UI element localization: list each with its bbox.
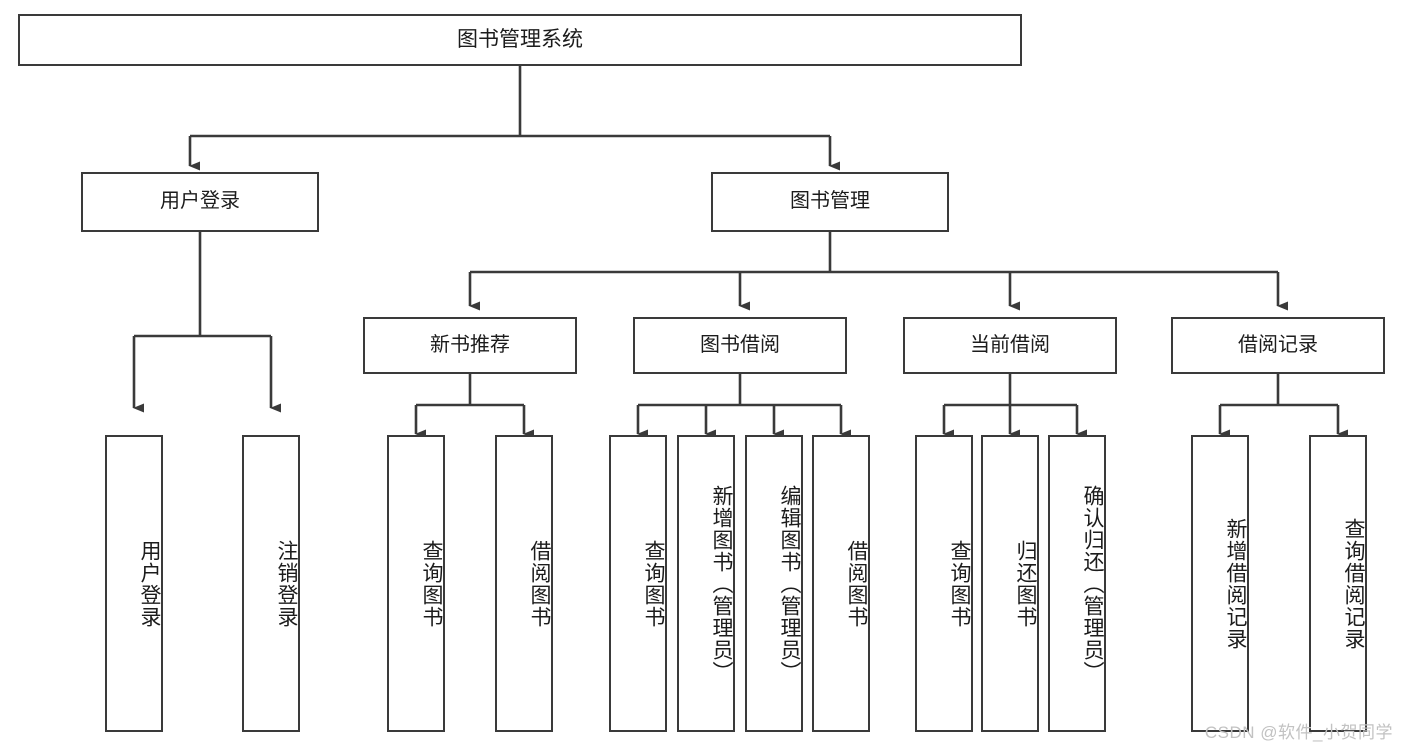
leaf-new-book-borrow-books[interactable]: 借阅图书 xyxy=(495,435,553,732)
node-label: 借阅记录 xyxy=(1238,333,1318,356)
node-label: 查询图书 xyxy=(420,539,443,628)
node-current-borrow[interactable]: 当前借阅 xyxy=(903,317,1117,374)
leaf-borrow-record-query-record[interactable]: 查询借阅记录 xyxy=(1309,435,1367,732)
node-book-borrow[interactable]: 图书借阅 xyxy=(633,317,847,374)
node-root-book-management-system[interactable]: 图书管理系统 xyxy=(18,14,1022,66)
leaf-borrow-record-add-record[interactable]: 新增借阅记录 xyxy=(1191,435,1249,732)
node-label: 注销登录 xyxy=(275,539,298,628)
node-label: 图书借阅 xyxy=(700,333,780,356)
node-label: 确认归还（管理员） xyxy=(1081,484,1104,683)
node-label: 编辑图书（管理员） xyxy=(778,484,801,683)
leaf-current-borrow-query-books[interactable]: 查询图书 xyxy=(915,435,973,732)
node-label: 借阅图书 xyxy=(528,539,551,628)
node-book-management[interactable]: 图书管理 xyxy=(711,172,949,232)
node-user-login[interactable]: 用户登录 xyxy=(81,172,319,232)
node-label: 查询图书 xyxy=(642,539,665,628)
node-label: 图书管理系统 xyxy=(457,27,583,51)
leaf-current-borrow-confirm-return-admin[interactable]: 确认归还（管理员） xyxy=(1048,435,1106,732)
leaf-current-borrow-return-books[interactable]: 归还图书 xyxy=(981,435,1039,732)
watermark-text: CSDN @软件_小贺同学 xyxy=(1204,723,1393,742)
node-label: 新书推荐 xyxy=(430,333,510,356)
leaf-book-borrow-add-book-admin[interactable]: 新增图书（管理员） xyxy=(677,435,735,732)
node-new-book-recommend[interactable]: 新书推荐 xyxy=(363,317,577,374)
node-label: 借阅图书 xyxy=(845,539,868,628)
node-label: 当前借阅 xyxy=(970,333,1050,356)
leaf-book-borrow-edit-book-admin[interactable]: 编辑图书（管理员） xyxy=(745,435,803,732)
leaf-user-login-logout[interactable]: 注销登录 xyxy=(242,435,300,732)
leaf-book-borrow-borrow-books[interactable]: 借阅图书 xyxy=(812,435,870,732)
node-label: 图书管理 xyxy=(790,190,870,213)
leaf-book-borrow-query-books[interactable]: 查询图书 xyxy=(609,435,667,732)
node-label: 用户登录 xyxy=(138,539,161,628)
node-borrow-record[interactable]: 借阅记录 xyxy=(1171,317,1385,374)
node-label: 新增图书（管理员） xyxy=(710,484,733,683)
node-label: 查询图书 xyxy=(948,539,971,628)
node-label: 新增借阅记录 xyxy=(1224,517,1247,650)
node-label: 归还图书 xyxy=(1014,539,1037,628)
node-label: 查询借阅记录 xyxy=(1342,517,1365,650)
node-label: 用户登录 xyxy=(160,190,240,213)
leaf-new-book-query-books[interactable]: 查询图书 xyxy=(387,435,445,732)
leaf-user-login-login[interactable]: 用户登录 xyxy=(105,435,163,732)
